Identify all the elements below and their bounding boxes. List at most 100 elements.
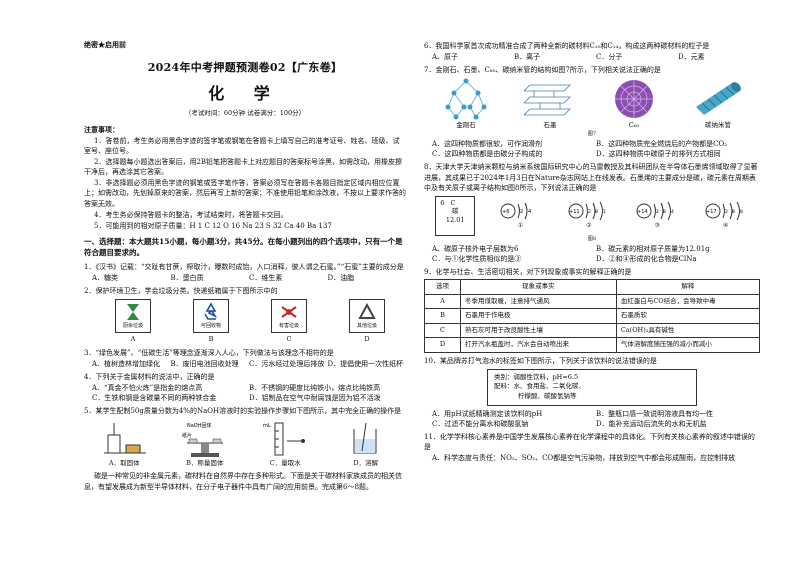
periodic-cell-carbon: 6 C 碳 12.01: [435, 195, 476, 236]
svg-text:8: 8: [732, 209, 735, 215]
nanotube-structure: 碳纳米管: [692, 77, 744, 130]
lab-b[interactable]: NaOH固体 纸片 B．称量固体: [181, 421, 229, 468]
lab-a[interactable]: A．取固体: [100, 421, 148, 468]
option-d[interactable]: D．这四种物质中碳原子的排列方式相同: [596, 150, 721, 159]
svg-text:2: 2: [725, 209, 728, 215]
sign-b[interactable]: 可回收物 B: [185, 299, 237, 344]
atom-structures: 6 C 碳 12.01 +6 2 4 ①: [424, 195, 760, 236]
question-2: 2．保护环境卫生，学会垃圾分类。快递纸箱属于下图所示中的 厨余垃圾 A 可回收物…: [84, 286, 406, 345]
note-item: 4．考生务必保持答题卡的整洁，考试结束时，将答题卡交回。: [94, 210, 288, 219]
atom-2: +11 2 8 1 ②: [566, 200, 612, 231]
notes-title: 注意事项：: [84, 124, 119, 134]
triangle-recycle-icon: [358, 302, 376, 319]
hourglass-icon: [127, 304, 139, 320]
sign-c[interactable]: 有害垃圾 C: [263, 299, 315, 344]
question-10: 10．某品牌苏打气泡水的标签如下图所示，下列关于该饮料的说法错误的是 类别：弱酸…: [424, 356, 760, 430]
option-c[interactable]: C．与①化学性质相似的是③: [432, 255, 522, 264]
svg-text:8: 8: [740, 209, 743, 215]
option-c[interactable]: C．分子: [596, 53, 623, 62]
option-c[interactable]: C．生铁和钢是含碳量不同的两种铁合金: [92, 394, 217, 403]
question-6: 6．我国科学家首次成功精准合成了两种全新的碳材料C₁₀和C₁₄，构成这两种碳材料…: [424, 41, 760, 62]
option-a[interactable]: A．科学态度与责任：NO₂、SO₂、CO都是空气污染物，排放到空气中都会形成酸雨…: [432, 453, 736, 462]
atom-4: +17 2 8 8 ④: [703, 200, 749, 231]
exam-info: （考试时间：60分钟 试卷满分：100分）: [184, 109, 306, 118]
svg-text:+14: +14: [637, 209, 648, 215]
option-d[interactable]: D．元素: [678, 53, 705, 62]
svg-text:1: 1: [603, 209, 606, 215]
diamond-lattice-icon: [445, 78, 487, 120]
option-b[interactable]: B．蛋白质: [170, 273, 204, 282]
option-a[interactable]: A．碳原子核外电子层数为6: [432, 245, 519, 254]
option-d[interactable]: D．油脂: [327, 273, 355, 282]
explanation-table: 选项 现象或事实 解释 A 冬季用煤取暖，注意排气通风 血红蛋白与CO结合，会导…: [424, 279, 761, 353]
svg-text:2: 2: [588, 209, 591, 215]
option-c[interactable]: C．这四种物质都是由碳分子构成的: [432, 150, 543, 159]
diamond-structure: 金刚石: [440, 77, 492, 130]
atom-3: +14 2 8 4 ③: [634, 200, 680, 231]
question-stem: 7．金刚石、石墨、C₆₀、碳纳米管的结构如图7所示，下列相关说法正确的是: [424, 66, 661, 75]
lab-c[interactable]: mL C．量取水: [261, 421, 309, 468]
option-b[interactable]: B．废旧电池回收处理: [170, 359, 239, 368]
hazard-icon: [281, 306, 297, 318]
sign-d[interactable]: 其他垃圾 D: [341, 299, 393, 344]
note-item: 5．可能用到的相对原子质量：H 1 C 12 O 16 Na 23 S 32 C…: [94, 221, 332, 230]
options: A．这四种物质都很软，可作润滑剂 B．这四种物质完全燃烧后的产物都是CO₂ C．…: [424, 139, 760, 159]
question-stem: 1．《汉书》记载：“交趾有甘蔗，榨取汁，曝数时成饴，入口消释，彼人谓之石蜜。”“…: [84, 262, 404, 271]
lab-d[interactable]: D．溶解: [342, 421, 390, 468]
option-a[interactable]: A．这四种物质都很软，可作润滑剂: [432, 140, 543, 149]
option-c[interactable]: C．污水经过处理后排放: [249, 359, 325, 368]
c60-structure: C₆₀: [608, 77, 660, 130]
atom-structure-icon: +14 2 8 4: [636, 202, 674, 221]
options: A．“真金不怕火炼”是指金的熔点高 B．不锈钢的硬度比纯铁小，熔点比纯铁高 C．…: [84, 383, 406, 403]
table-row[interactable]: D 打开汽水瓶盖时，汽水会自动喷出来 气体溶解度随压强的减小而减小: [424, 337, 761, 353]
figure-caption: 图7: [587, 130, 597, 137]
option-a[interactable]: A．用pH试纸精确测定该饮料的pH: [432, 409, 543, 418]
question-stem: 2．保护环境卫生，学会垃圾分类。快递纸箱属于下图所示中的: [84, 286, 278, 295]
svg-text:2: 2: [656, 209, 659, 215]
carbon-structures: 金刚石 石墨: [424, 77, 760, 130]
sign-a[interactable]: 厨余垃圾 A: [107, 299, 159, 344]
secret-mark: 绝密★启用前: [84, 40, 126, 49]
svg-text:8: 8: [595, 209, 598, 215]
question-stem: 11．化学学科核心素养是中国学生发展核心素养在化学课程中的具体化。下列有关核心素…: [424, 433, 755, 452]
option-b[interactable]: B．整瓶口感一致说明溶液具有均一性: [596, 409, 714, 418]
question-stem: 4．下列关于金属材料的说法中，正确的是: [84, 372, 215, 381]
option-d[interactable]: D．提倡使用一次性纸杯: [327, 359, 404, 368]
question-stem: 8．天津大学天津纳米颗粒与纳米系统国际研究中心的马雷教授及其科研团队在半导体石墨…: [424, 163, 758, 192]
option-a[interactable]: A．“真金不怕火炼”是指金的熔点高: [92, 383, 203, 392]
option-d[interactable]: D．铝制品在空气中耐腐蚀是因为铝不活泼: [249, 394, 381, 403]
graphite-structure: 石墨: [524, 77, 576, 130]
table-row[interactable]: A 冬季用煤取暖，注意排气通风 血红蛋白与CO结合，会导致中毒: [424, 293, 761, 310]
atom-1: +6 2 4 ①: [498, 200, 544, 231]
note-item: 2．选择题每小题选出答案后，用2B铅笔把答题卡上对应题目的答案标号涂黑，如需改动…: [84, 157, 403, 177]
option-d[interactable]: D．②和④形成的化合物是ClNa: [596, 255, 697, 264]
option-d[interactable]: D．能补充运动后流失的水和无机盐: [596, 420, 707, 429]
question-11: 11．化学学科核心素养是中国学生发展核心素养在化学课程中的具体化。下列有关核心素…: [424, 432, 760, 462]
table-row[interactable]: C 熟石灰可用于改良酸性土壤 Ca(OH)₂具有碱性: [424, 322, 761, 339]
svg-text:2: 2: [520, 209, 523, 215]
option-a[interactable]: A．植树造林增加绿化: [92, 359, 161, 368]
question-stem: 5．某学生配制50g质量分数为4%的NaOH溶液时的实验操作步骤如下图所示，其中…: [84, 407, 402, 416]
question-4: 4．下列关于金属材料的说法中，正确的是 A．“真金不怕火炼”是指金的熔点高 B．…: [84, 372, 406, 403]
option-c[interactable]: C．维生素: [249, 273, 283, 282]
options: A．原子 B．离子 C．分子 D．元素: [424, 52, 760, 62]
section-title: 一、选择题：本大题共15小题，每小题3分，共45分。在每小题列出的四个选项中，只…: [84, 236, 403, 257]
option-a[interactable]: A．糖类: [92, 273, 119, 282]
table-row[interactable]: B 石墨用于作电极 石墨质软: [424, 308, 761, 324]
option-c[interactable]: C．过滤不能分离水和碳酸氢钠: [432, 420, 529, 429]
nanotube-icon: [696, 82, 741, 116]
options: A．用pH试纸精确测定该饮料的pH B．整瓶口感一致说明溶液具有均一性 C．过滤…: [424, 409, 760, 429]
option-b[interactable]: B．碳元素的相对原子质量为12.01g: [596, 245, 710, 254]
shared-intro: 碳是一种常见的非金属元素，碳材料在自然界中存在多种形式。下面是关于碳材料家族成员…: [84, 472, 402, 491]
product-label: 类别：弱酸性饮料，pH≈6.5 配料：水、食用盐、二氧化碳、 柠檬酸、碳酸氢钠等: [487, 368, 697, 406]
option-a[interactable]: A．原子: [432, 53, 459, 62]
svg-text:纸片: 纸片: [182, 432, 192, 439]
recycling-signs: 厨余垃圾 A 可回收物 B 有害垃圾 C: [84, 299, 406, 344]
option-b[interactable]: B．离子: [514, 53, 541, 62]
option-b[interactable]: B．这四种物质完全燃烧后的产物都是CO₂: [596, 140, 728, 149]
svg-text:+17: +17: [706, 209, 717, 215]
option-b[interactable]: B．不锈钢的硬度比纯铁小，熔点比纯铁高: [249, 383, 381, 392]
graphite-layers-icon: [524, 85, 571, 116]
question-3: 3．“绿色发展”、“低碳生活”等理念逐渐深入人心，下列做法与该理念不相符的是 A…: [84, 348, 406, 369]
question-stem: 6．我国科学家首次成功精准合成了两种全新的碳材料C₁₀和C₁₄，构成这两种碳材料…: [424, 42, 710, 50]
